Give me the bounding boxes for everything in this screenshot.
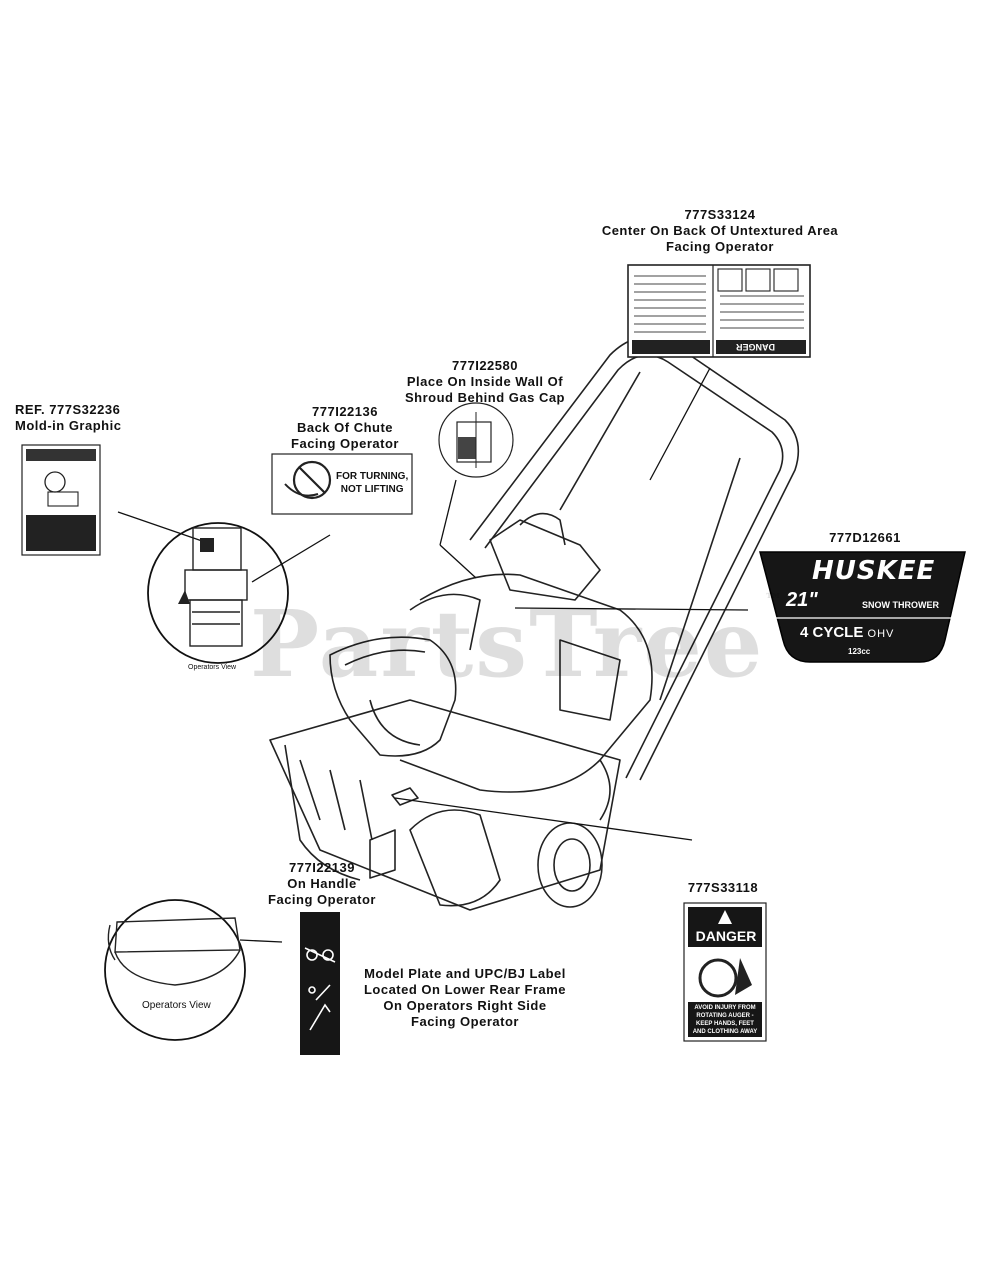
label-line: Back Of Chute: [296, 420, 394, 435]
huskee-brand: HUSKEE: [812, 556, 936, 586]
label-line: Model Plate and UPC/BJ Label: [364, 966, 566, 981]
handle-decal: [300, 912, 340, 1055]
part-number: 777S33118: [687, 880, 759, 895]
lower-operators-view-caption: Operators View: [142, 1000, 211, 1011]
danger-decal-body: AVOID INJURY FROM ROTATING AUGER - KEEP …: [688, 1004, 762, 1036]
chute-decal-line: NOT LIFTING: [340, 484, 404, 495]
danger-decal-line: AVOID INJURY FROM: [694, 1005, 756, 1011]
danger-decal-header: DANGER: [695, 928, 757, 944]
label-777S33118: 777S33118: [668, 880, 778, 896]
label-line: Located On Lower Rear Frame: [363, 982, 567, 997]
label-777I22136: 777I22136 Back Of Chute Facing Operator: [270, 404, 420, 452]
part-number: 777I22580: [452, 358, 518, 373]
danger-decal: [683, 902, 767, 1042]
danger-decal-line: AND CLOTHING AWAY: [692, 1029, 758, 1035]
part-number: 777I22139: [289, 860, 355, 875]
huskee-cc: 123cc: [848, 647, 871, 656]
watermark: PartsTree™: [250, 590, 784, 698]
chute-detail-circle: [147, 522, 289, 664]
label-line: Mold-in Graphic: [15, 418, 122, 433]
part-number: REF. 777S32236: [15, 402, 121, 417]
huskee-cycle: 4 CYCLE OHV: [800, 624, 894, 641]
model-plate-note: Model Plate and UPC/BJ Label Located On …: [345, 966, 585, 1030]
mold-in-graphic-decal: [21, 444, 101, 556]
huskee-ohv: OHV: [867, 628, 895, 640]
label-ref-777S32236: REF. 777S32236 Mold-in Graphic: [15, 402, 155, 434]
chute-decal-line: FOR TURNING,: [336, 471, 409, 482]
label-line: Facing Operator: [268, 892, 376, 907]
snow-thrower-outline: [269, 336, 800, 911]
label-line: Facing Operator: [666, 239, 774, 254]
gas-cap-shroud-decal: [438, 402, 514, 478]
danger-decal-line: KEEP HANDS, FEET: [696, 1021, 754, 1027]
label-777D12661: 777D12661: [800, 530, 930, 546]
handle-detail-circle: [104, 899, 283, 1041]
huskee-decal-shape: [759, 551, 966, 663]
label-line: On Handle: [287, 876, 357, 891]
part-number: 777I22136: [312, 404, 378, 419]
label-777S33124: 777S33124 Center On Back Of Untextured A…: [590, 207, 850, 255]
huskee-size: 21": [786, 589, 818, 611]
label-777I22139: 777I22139 On Handle Facing Operator: [252, 860, 392, 908]
huskee-cycle-text: 4 CYCLE: [800, 624, 864, 641]
upper-operators-view-caption: Operators View: [188, 664, 237, 671]
label-line: Place On Inside Wall Of: [406, 374, 564, 389]
huskee-type: SNOW THROWER: [862, 600, 939, 610]
watermark-brand: PartsTree: [250, 590, 765, 698]
top-decal-danger-word: DANGER: [736, 342, 776, 352]
danger-decal-line: ROTATING AUGER -: [696, 1013, 754, 1019]
watermark-tm: ™: [764, 590, 785, 611]
label-line: Facing Operator: [291, 436, 399, 451]
label-line: Center On Back Of Untextured Area: [601, 223, 839, 238]
top-warning-decal: [627, 264, 811, 358]
chute-decal: [271, 453, 413, 515]
label-line: Facing Operator: [411, 1014, 519, 1029]
leader-lines: [117, 367, 749, 841]
label-777I22580: 777I22580 Place On Inside Wall Of Shroud…: [390, 358, 580, 406]
part-number: 777S33124: [684, 207, 756, 222]
chute-decal-text: FOR TURNING, NOT LIFTING: [336, 470, 408, 496]
label-line: Shroud Behind Gas Cap: [404, 390, 565, 405]
label-line: On Operators Right Side: [383, 998, 547, 1013]
part-number: 777D12661: [829, 530, 901, 545]
